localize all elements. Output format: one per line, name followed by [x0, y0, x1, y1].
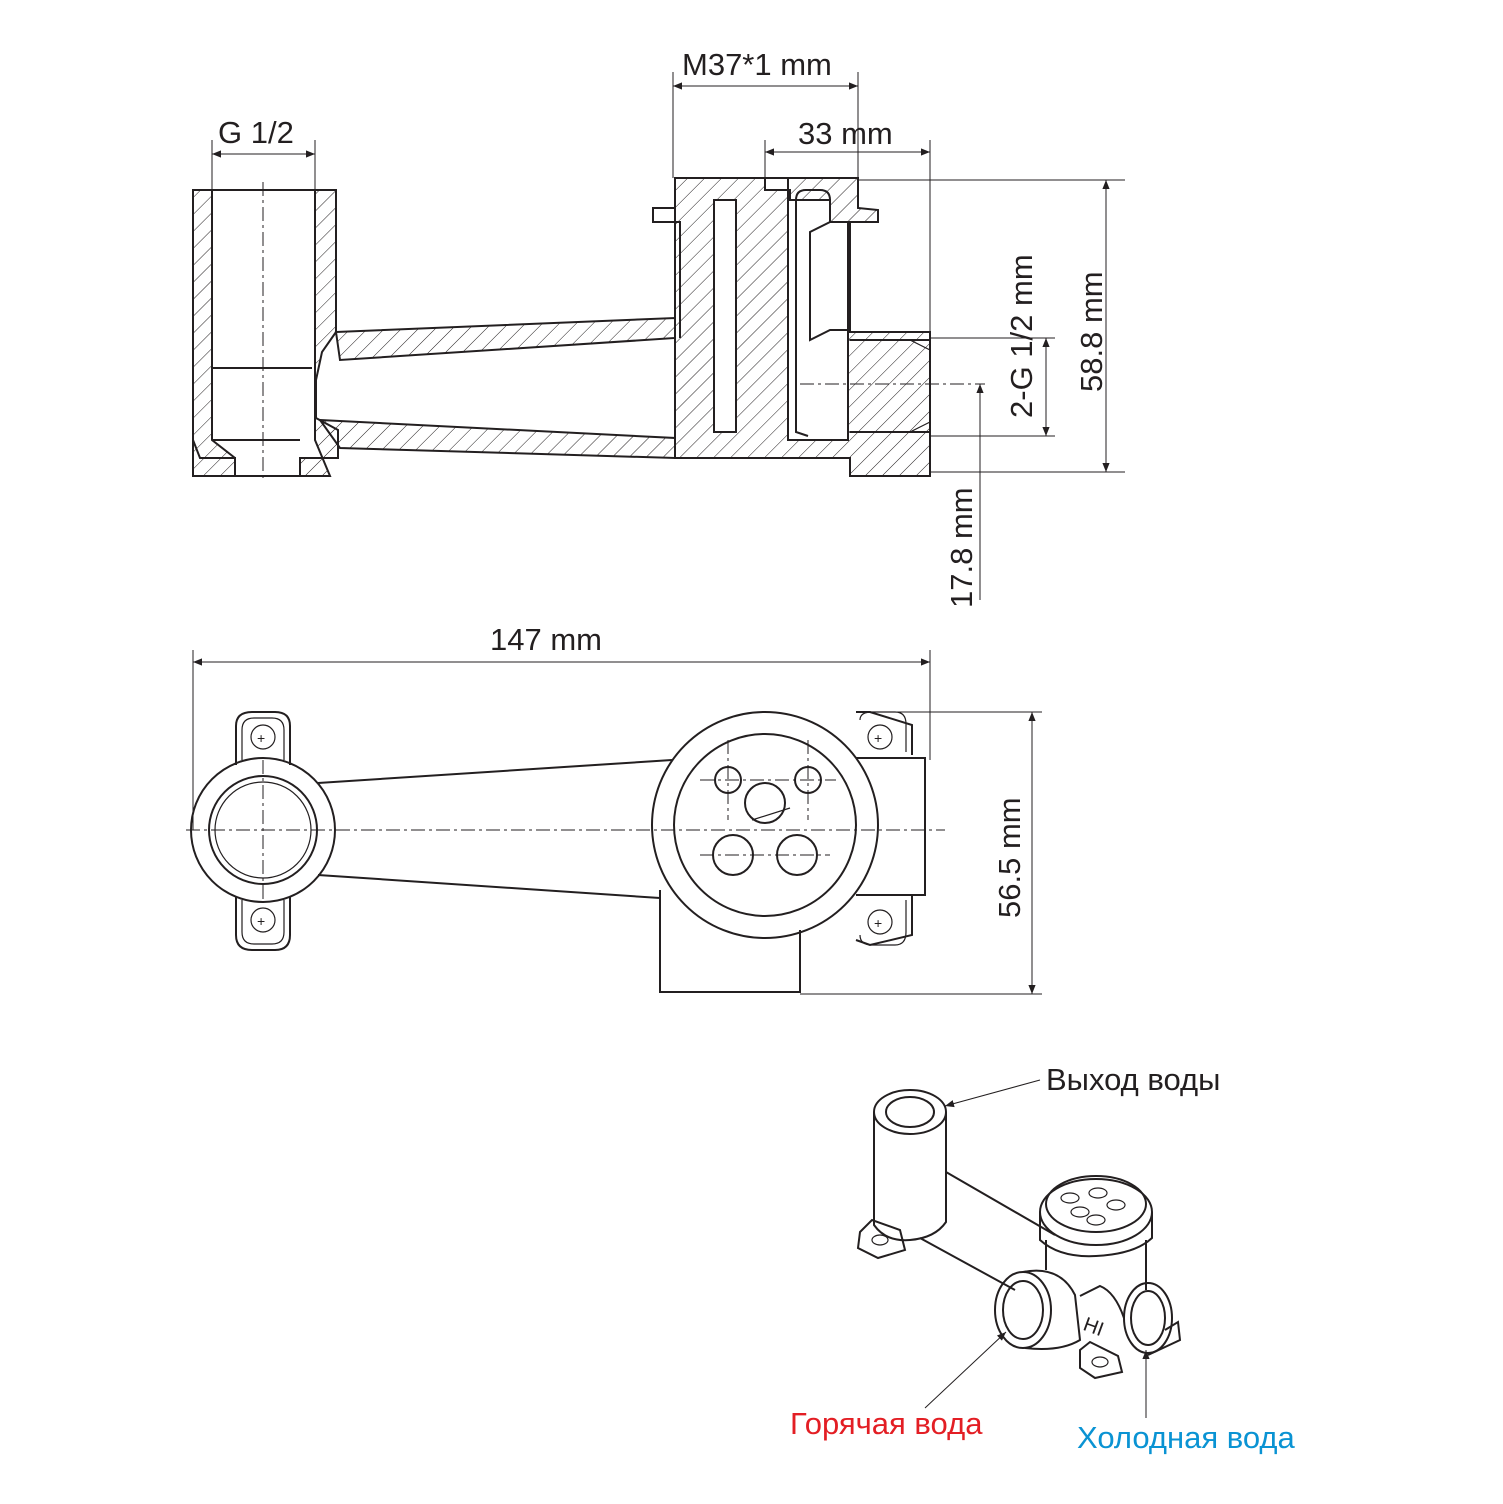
dim-g12-label: G 1/2: [218, 115, 294, 150]
svg-text:+: +: [257, 730, 265, 746]
dim-147-label: 147 mm: [490, 622, 602, 657]
iso-valve: [1039, 1175, 1153, 1290]
svg-text:+: +: [257, 913, 265, 929]
plan-valve-body: + +: [651, 711, 926, 993]
iso-outlet: [856, 1089, 947, 1260]
valve-flange: [652, 207, 681, 338]
dim-g2-label: 2-G 1/2 mm: [1004, 254, 1039, 418]
iso-logo: HI: [1080, 1314, 1106, 1342]
svg-text:+: +: [874, 730, 882, 746]
dim-178-label: 17.8 mm: [944, 487, 979, 608]
dim-m37-label: M37*1 mm: [682, 47, 832, 82]
plan-arm: [317, 759, 673, 899]
isometric-view: HI Выход воды Горячая вода Холодная вода: [790, 1062, 1296, 1455]
valve-port-bore: [850, 339, 931, 433]
label-hot: Горячая вода: [790, 1406, 983, 1441]
leader-outlet: [944, 1079, 1041, 1108]
dim-33-label: 33 mm: [798, 116, 893, 151]
iso-hot-inlet: [994, 1269, 1082, 1350]
valve-inner-tube: [795, 189, 848, 437]
svg-text:+: +: [874, 915, 882, 931]
channel-upper-wall: [334, 316, 676, 362]
outlet-foot: [192, 439, 320, 477]
leader-hot: [924, 1331, 1007, 1409]
channel-lower-wall: [317, 418, 676, 460]
valve-slot: [713, 199, 737, 433]
dim-565-label: 56.5 mm: [992, 797, 1027, 918]
outlet-wall-left: [192, 189, 236, 477]
section-view: M37*1 mm G 1/2 33 mm 2-G 1/2 mm 58.8 mm …: [192, 47, 1125, 608]
label-cold: Холодная вода: [1077, 1420, 1296, 1455]
plan-view: 147 mm 56.5 mm + +: [186, 622, 1042, 995]
dim-588-label: 58.8 mm: [1074, 271, 1109, 392]
iso-arm: [919, 1171, 1056, 1291]
label-outlet: Выход воды: [1046, 1062, 1220, 1097]
